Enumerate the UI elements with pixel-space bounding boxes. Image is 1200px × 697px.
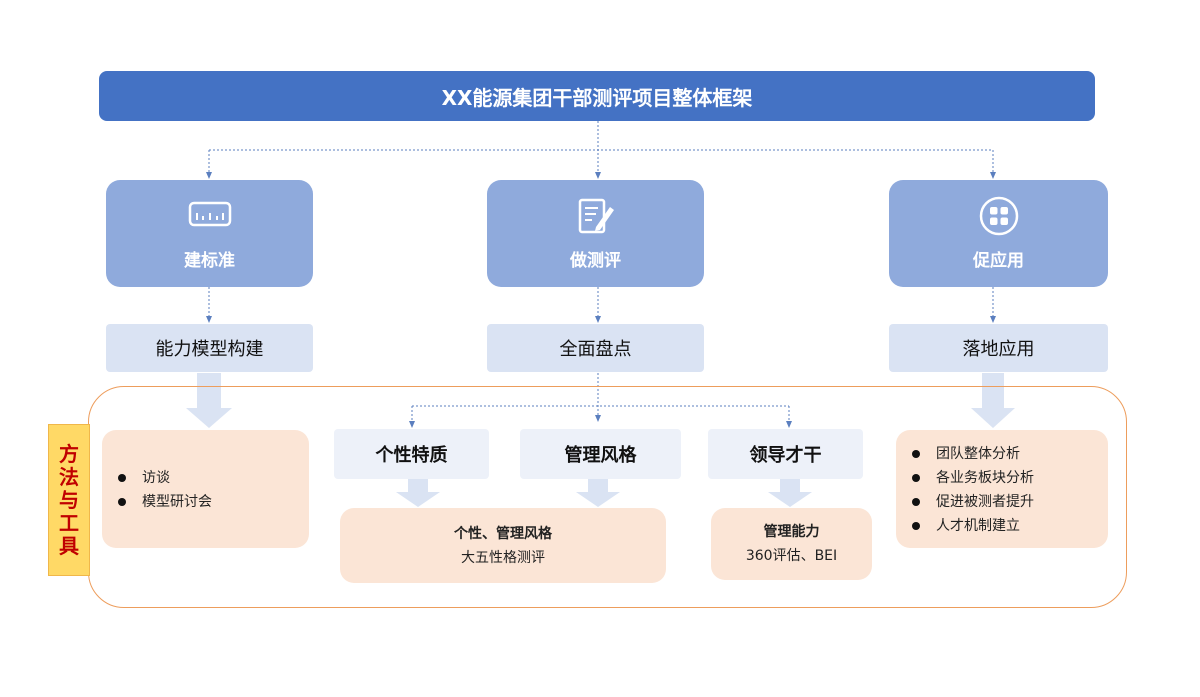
pillar-build-standard: 建标准 bbox=[106, 180, 313, 287]
pillar-assessment: 做测评 bbox=[487, 180, 704, 287]
pillar-label: 做测评 bbox=[570, 251, 621, 271]
list-item: 人才机制建立 bbox=[910, 514, 1108, 538]
list-item: 团队整体分析 bbox=[910, 442, 1108, 466]
grid-icon bbox=[975, 196, 1023, 236]
trait-management-style: 管理风格 bbox=[520, 429, 681, 479]
sub-implementation: 落地应用 bbox=[889, 324, 1108, 372]
sub-inventory: 全面盘点 bbox=[487, 324, 704, 372]
ruler-icon bbox=[186, 196, 234, 236]
method-tool: 大五性格测评 bbox=[461, 549, 545, 566]
title-connectors bbox=[206, 121, 996, 428]
pillar-application: 促应用 bbox=[889, 180, 1108, 287]
trait-personality: 个性特质 bbox=[334, 429, 489, 479]
left-methods-box: 访谈 模型研讨会 bbox=[102, 430, 309, 548]
list-item: 各业务板块分析 bbox=[910, 466, 1108, 490]
tools-label-char: 具 bbox=[59, 533, 79, 558]
tools-label-char: 工 bbox=[59, 510, 79, 535]
checklist-icon bbox=[572, 196, 620, 236]
list-item: 访谈 bbox=[116, 466, 309, 490]
method-tool: 360评估、BEI bbox=[745, 548, 838, 564]
methods-tools-label: 方 法 与 工 具 bbox=[48, 424, 90, 576]
pillar-label: 建标准 bbox=[184, 251, 235, 271]
tools-label-char: 方 bbox=[59, 441, 79, 466]
method-personality-box: 个性、管理风格 大五性格测评 bbox=[340, 508, 666, 583]
method-title: 个性、管理风格 bbox=[454, 525, 552, 542]
trait-leadership: 领导才干 bbox=[708, 429, 863, 479]
block-arrow-trait-3 bbox=[768, 479, 812, 507]
tools-label-char: 与 bbox=[59, 487, 79, 512]
sub-competency-model: 能力模型构建 bbox=[106, 324, 313, 372]
page-title: XX能源集团干部测评项目整体框架 bbox=[99, 71, 1095, 121]
list-item: 促进被测者提升 bbox=[910, 490, 1108, 514]
block-arrow-trait-1 bbox=[396, 479, 440, 507]
pillar-label: 促应用 bbox=[973, 251, 1024, 271]
method-leadership-box: 管理能力 360评估、BEI bbox=[711, 508, 872, 580]
right-methods-box: 团队整体分析 各业务板块分析 促进被测者提升 人才机制建立 bbox=[896, 430, 1108, 548]
block-arrow-trait-2 bbox=[576, 479, 620, 507]
method-title: 管理能力 bbox=[763, 524, 820, 540]
list-item: 模型研讨会 bbox=[116, 490, 309, 514]
tools-label-char: 法 bbox=[59, 464, 79, 489]
